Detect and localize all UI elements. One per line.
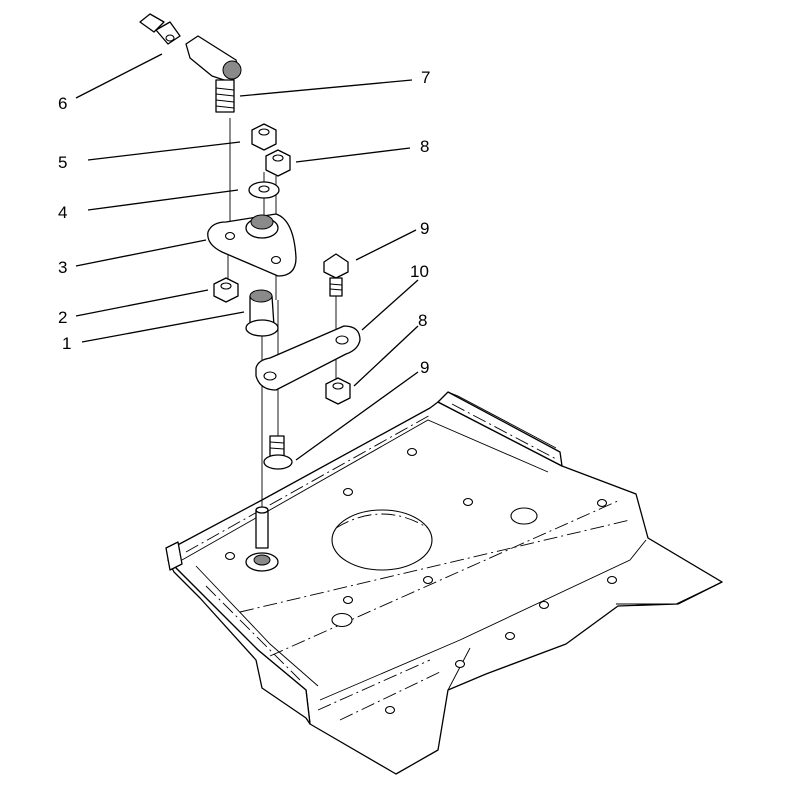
part-7-ball-joint [185,35,242,113]
part-10-link-plate [255,325,361,391]
part-9-lower-stud [263,435,293,470]
part-3-pivot-plate [207,213,297,277]
callout-7: 7 [421,68,430,87]
part-9-upper-bolt [323,253,349,297]
callout-4: 4 [58,203,67,222]
callout-2: 2 [58,308,67,327]
part-4-washer [248,181,280,199]
callout-9-upper: 9 [420,219,429,238]
callout-8-lower: 8 [418,311,427,330]
part-6-ball-joint-nut [139,13,181,45]
part-5-lock-nut [251,123,277,151]
part-1-spacer [245,289,279,337]
callout-10: 10 [410,262,429,281]
callout-9-lower: 9 [420,358,429,377]
callout-6: 6 [58,94,67,113]
pivot-pin [245,506,279,572]
part-2-nut [213,277,239,303]
leader-lines [75,53,419,461]
part-8-lower-nut [325,377,351,405]
callout-8-upper: 8 [420,137,429,156]
mounting-plate [165,391,723,775]
callout-5: 5 [58,153,67,172]
callout-labels: 6 7 5 8 4 9 3 10 2 8 1 9 [58,68,430,377]
callout-1: 1 [62,334,71,353]
part-8-upper-lock-nut [265,149,291,177]
callout-3: 3 [58,258,67,277]
